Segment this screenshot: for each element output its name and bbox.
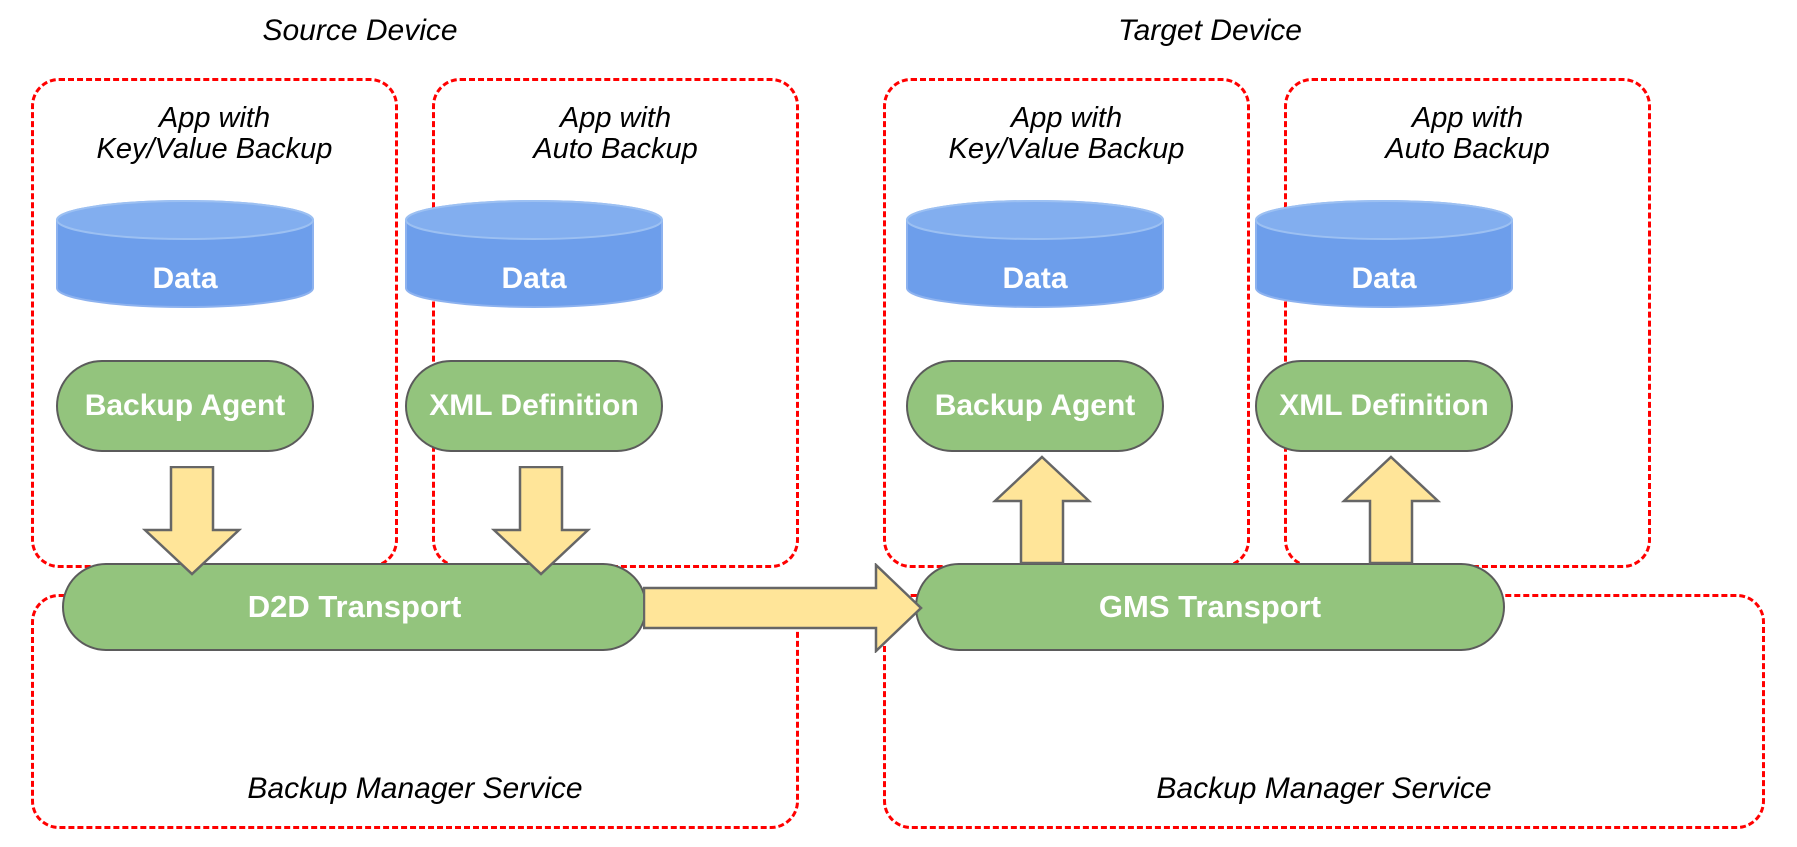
target-app-auto-caption: App with Auto Backup <box>1385 102 1550 166</box>
target-app-kv-caption: App with Key/Value Backup <box>948 102 1185 166</box>
source-backup-manager-service-caption: Backup Manager Service <box>247 772 583 805</box>
d2d-transport[interactable]: D2D Transport <box>62 563 647 651</box>
source-backup-agent[interactable]: Backup Agent <box>56 360 314 452</box>
target-auto-data-cylinder: Data <box>1255 200 1513 308</box>
arrow-source-auto-to-d2d-icon <box>491 466 591 576</box>
target-app-auto-boundary: App with Auto Backup <box>1284 78 1651 568</box>
target-device-title: Target Device <box>1118 14 1302 47</box>
source-auto-data-cylinder: Data <box>405 200 663 308</box>
source-kv-data-cylinder: Data <box>56 200 314 308</box>
target-kv-data-cylinder: Data <box>906 200 1164 308</box>
source-app-auto-boundary: App with Auto Backup <box>432 78 799 568</box>
arrow-source-kv-to-d2d-icon <box>142 466 242 576</box>
arrow-gms-to-target-kv-icon <box>992 455 1092 565</box>
source-device-title: Source Device <box>262 14 458 47</box>
source-xml-definition[interactable]: XML Definition <box>405 360 663 452</box>
gms-transport[interactable]: GMS Transport <box>915 563 1505 651</box>
target-app-kv-boundary: App with Key/Value Backup <box>883 78 1250 568</box>
arrow-gms-to-target-auto-icon <box>1341 455 1441 565</box>
target-backup-agent[interactable]: Backup Agent <box>906 360 1164 452</box>
source-app-kv-caption: App with Key/Value Backup <box>96 102 333 166</box>
arrow-d2d-to-gms-icon <box>643 563 923 653</box>
source-app-auto-caption: App with Auto Backup <box>533 102 698 166</box>
target-xml-definition[interactable]: XML Definition <box>1255 360 1513 452</box>
target-backup-manager-service-caption: Backup Manager Service <box>1156 772 1492 805</box>
